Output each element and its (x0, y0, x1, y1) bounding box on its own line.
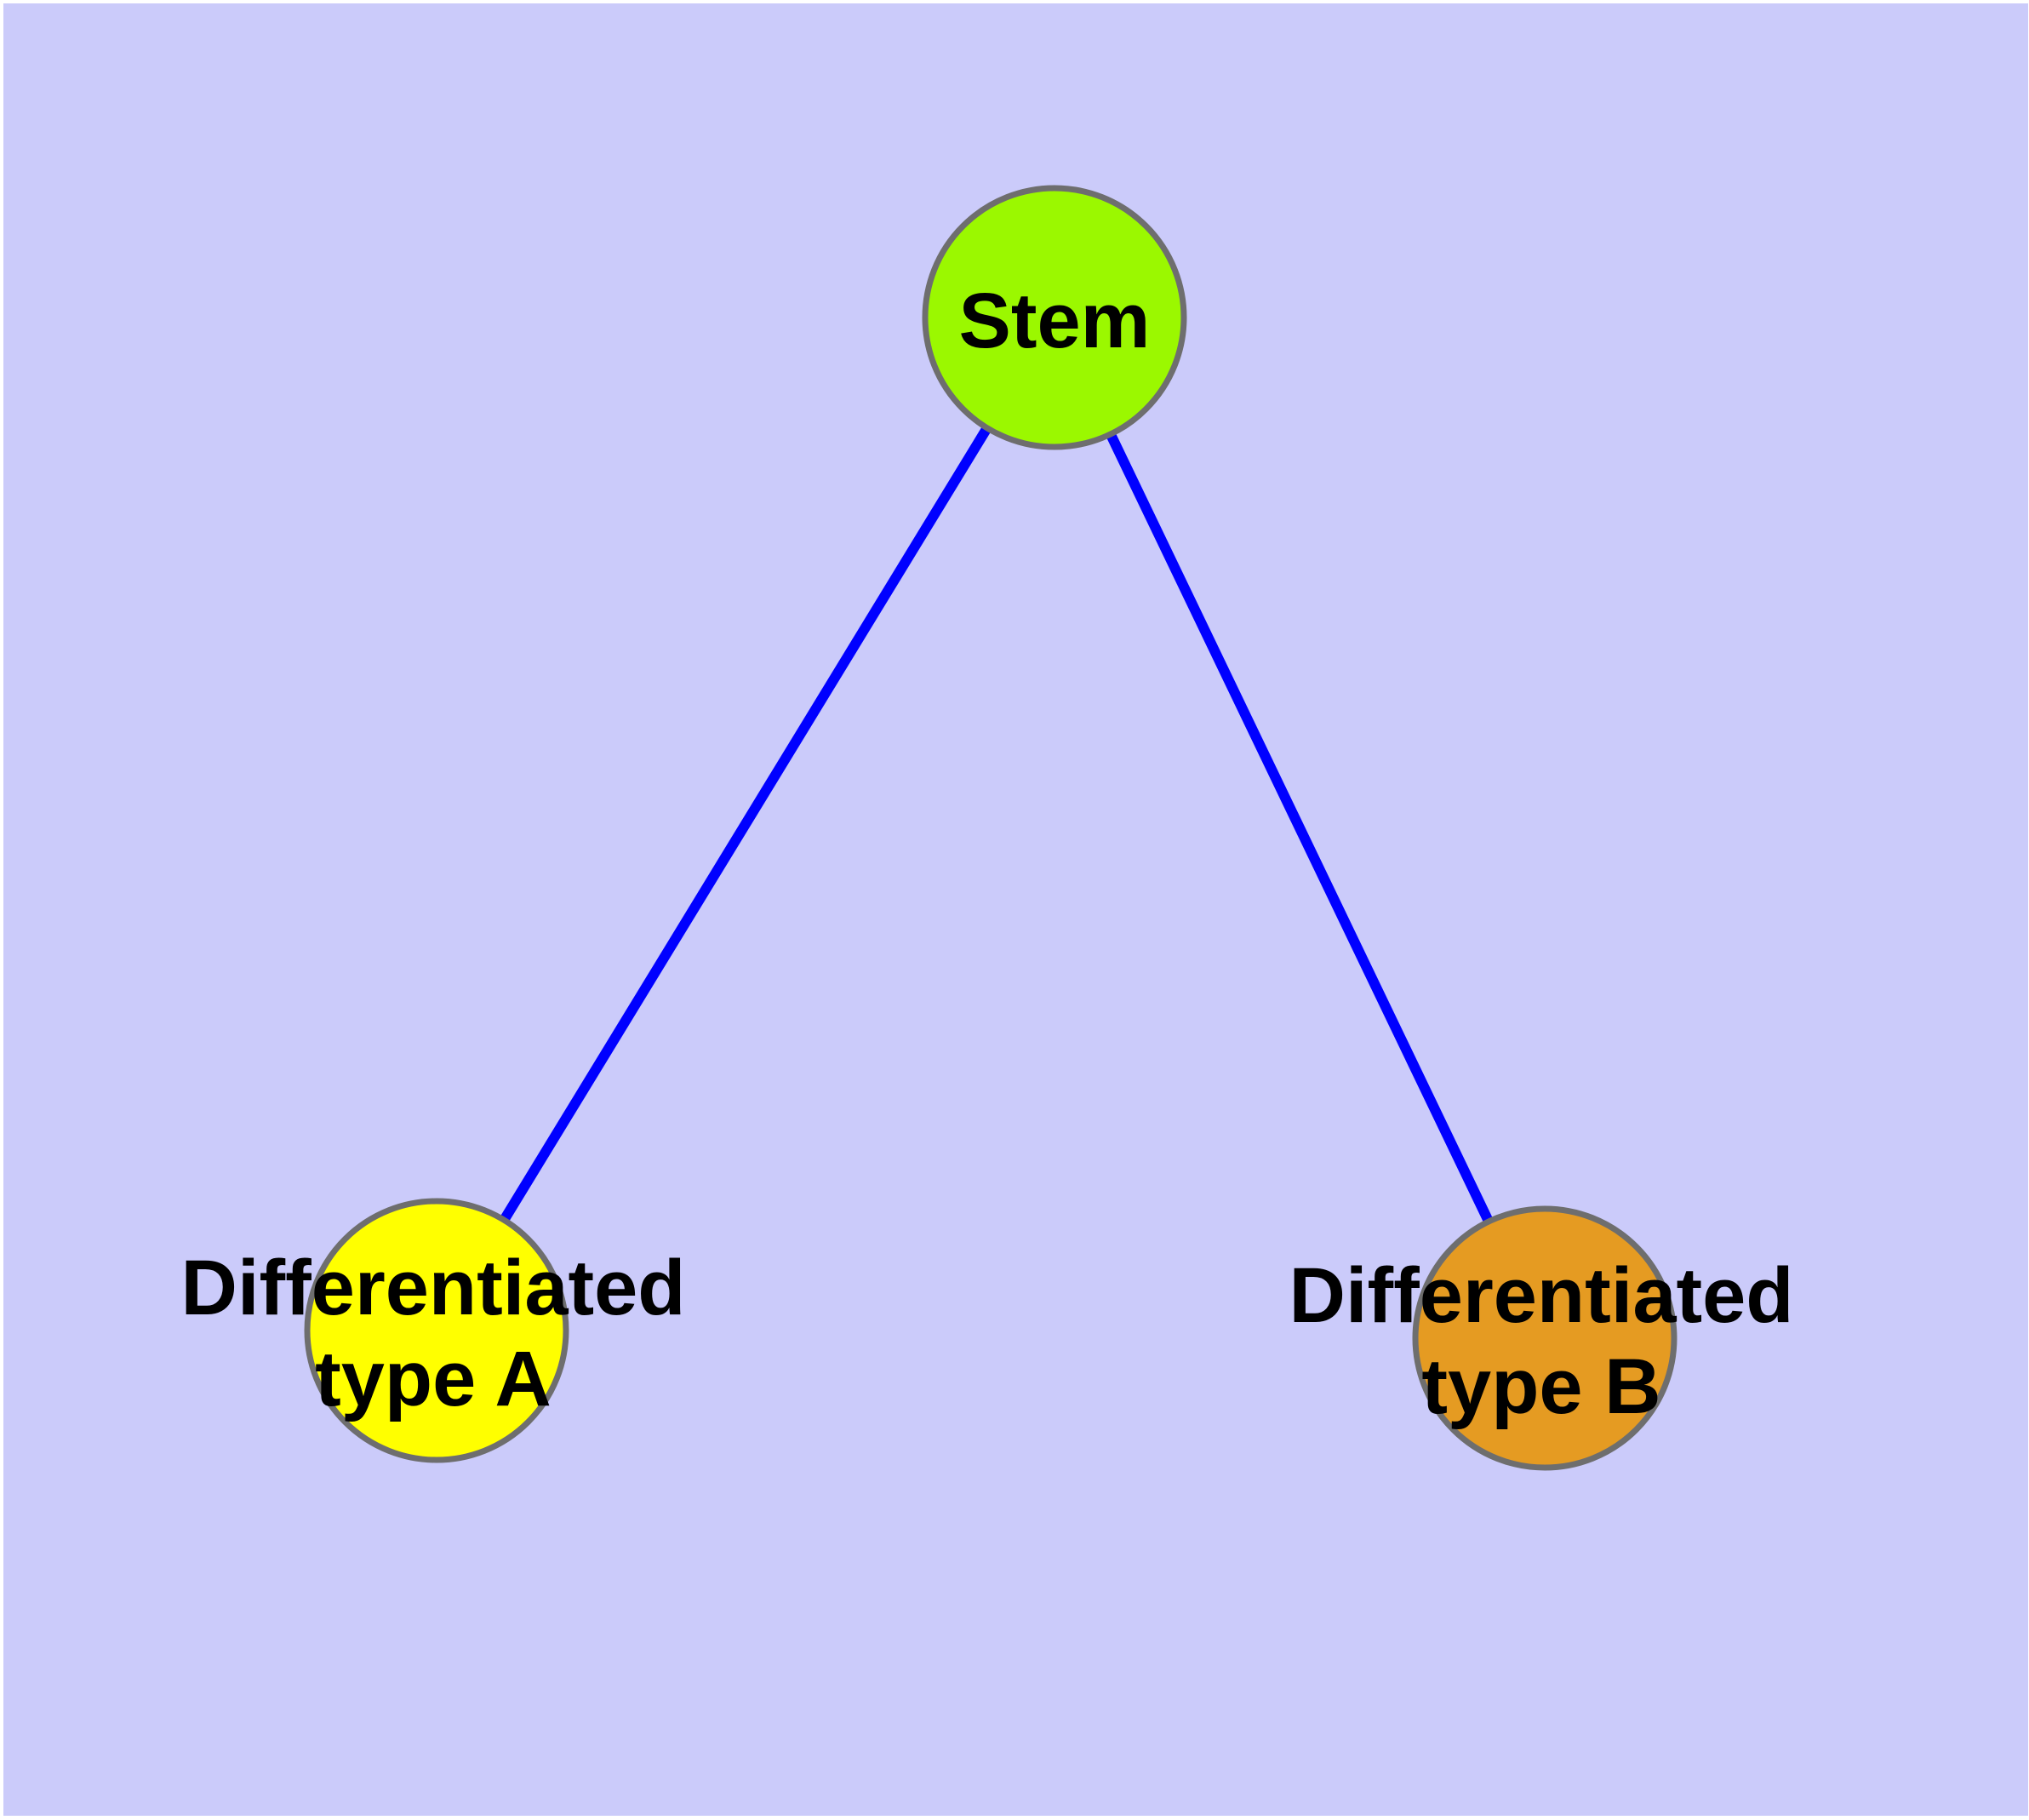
node-differentiated-type-a (304, 1198, 569, 1463)
edge-stem-to-type-b (1049, 315, 1550, 1341)
node-type-a-label-line2: type A (315, 1336, 552, 1422)
node-differentiated-type-b (1412, 1205, 1677, 1471)
node-type-b-label-line2: type B (1421, 1343, 1660, 1430)
node-type-a-label-line1: Differentiated (181, 1245, 686, 1331)
node-type-b-label-line1: Differentiated (1289, 1252, 1794, 1339)
node-stem (922, 185, 1187, 450)
edge-stem-to-type-a (432, 314, 1060, 1334)
node-stem-label: Stem (959, 278, 1151, 364)
